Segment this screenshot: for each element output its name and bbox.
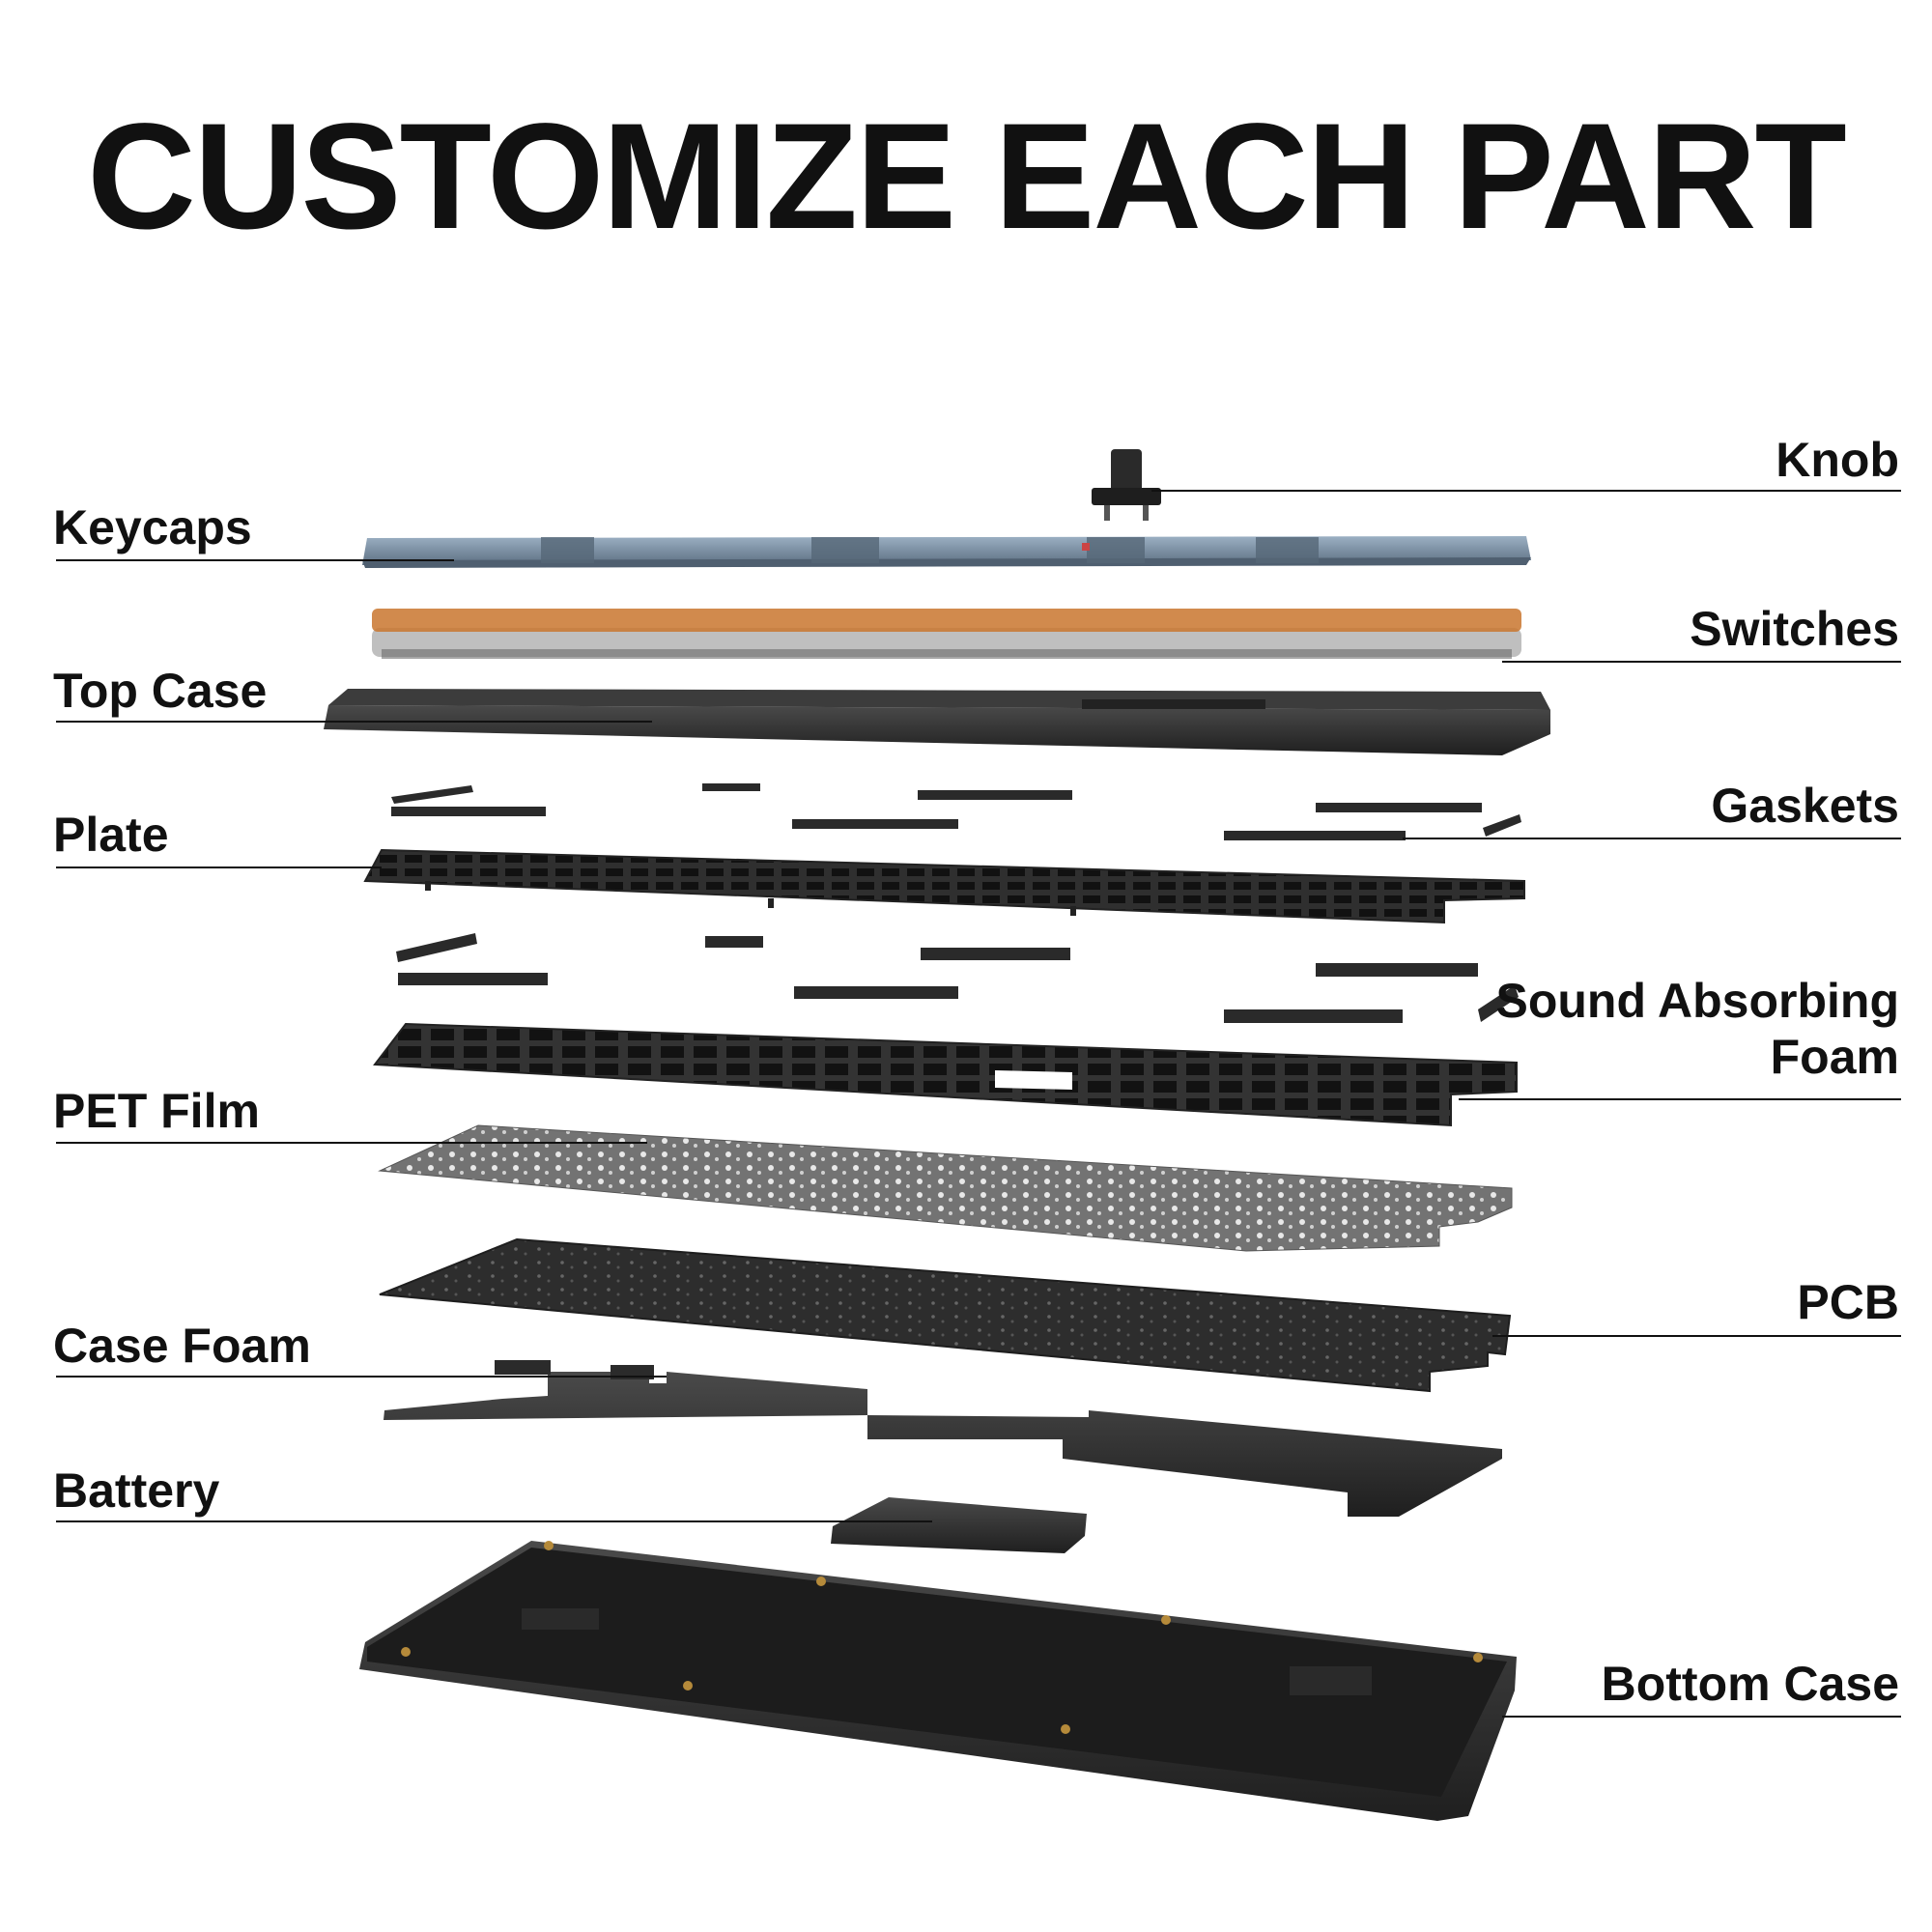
battery-label: Battery bbox=[53, 1463, 220, 1518]
sound-foam-strips bbox=[396, 933, 1519, 1023]
case-foam-part bbox=[384, 1360, 1502, 1517]
battery-part bbox=[831, 1497, 1087, 1553]
pet-film-part bbox=[378, 1124, 1513, 1252]
page-title: CUSTOMIZE EACH PART bbox=[87, 93, 1847, 261]
bottom-case-label: Bottom Case bbox=[1601, 1657, 1899, 1711]
case-foam-label: Case Foam bbox=[53, 1319, 311, 1373]
plate-label: Plate bbox=[53, 808, 169, 862]
top-case-label: Top Case bbox=[53, 664, 268, 718]
gaskets-part bbox=[391, 783, 1521, 840]
knob-label: Knob bbox=[1776, 433, 1899, 487]
switches-label: Switches bbox=[1690, 602, 1899, 656]
gaskets-label: Gaskets bbox=[1711, 779, 1899, 833]
sound-absorbing-foam-part bbox=[373, 1022, 1518, 1127]
bottom-case-part bbox=[359, 1541, 1517, 1821]
plate-part bbox=[363, 848, 1525, 924]
keycaps-label: Keycaps bbox=[53, 500, 252, 554]
pet-film-label: PET Film bbox=[53, 1084, 260, 1138]
keycaps-part bbox=[362, 536, 1531, 568]
sound-absorbing-foam-label: Sound Absorbing Foam bbox=[1495, 974, 1899, 1084]
top-case-part bbox=[324, 689, 1550, 755]
pcb-label: PCB bbox=[1797, 1275, 1899, 1329]
knob-part bbox=[1092, 449, 1161, 521]
switches-part bbox=[372, 609, 1521, 659]
pcb-part bbox=[379, 1237, 1512, 1393]
